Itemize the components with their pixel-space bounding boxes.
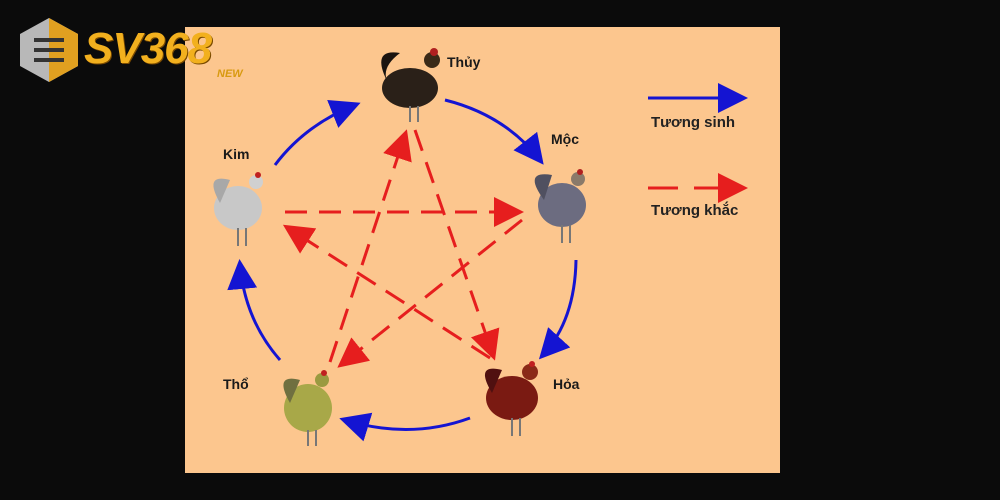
logo-text: SV368	[84, 24, 212, 73]
label-hoa: Hỏa	[553, 376, 580, 392]
rooster-hoa-icon	[484, 361, 538, 436]
arrow-kim-to-thuy	[273, 99, 361, 166]
sv368-logo: SV368 NEW	[14, 14, 254, 84]
arrow-moc-to-hoa	[538, 259, 578, 360]
legend-generating-label: Tương sinh	[651, 114, 736, 131]
arrow-hoa-to-tho	[339, 412, 471, 442]
hexagon-logo-icon	[20, 18, 78, 82]
logo-subtext: NEW	[217, 68, 243, 80]
label-tho: Thổ	[223, 376, 249, 392]
rooster-kim-icon	[213, 172, 263, 246]
arrow-thuy-to-moc	[444, 98, 544, 165]
arrow-tho-to-thuy	[328, 129, 412, 363]
arrow-hoa-to-kim	[282, 224, 491, 360]
rooster-moc-icon	[534, 169, 586, 243]
arrow-thuy-to-hoa	[413, 129, 500, 361]
arrow-moc-to-tho	[337, 218, 523, 368]
rooster-thuy-icon	[381, 48, 440, 122]
arrow-tho-to-kim	[227, 259, 282, 361]
label-kim: Kim	[223, 146, 250, 162]
legend-overcoming-label: Tương khắc	[651, 202, 739, 219]
rooster-tho-icon	[283, 370, 332, 446]
label-thuy: Thủy	[447, 54, 481, 70]
label-moc: Mộc	[551, 131, 579, 147]
